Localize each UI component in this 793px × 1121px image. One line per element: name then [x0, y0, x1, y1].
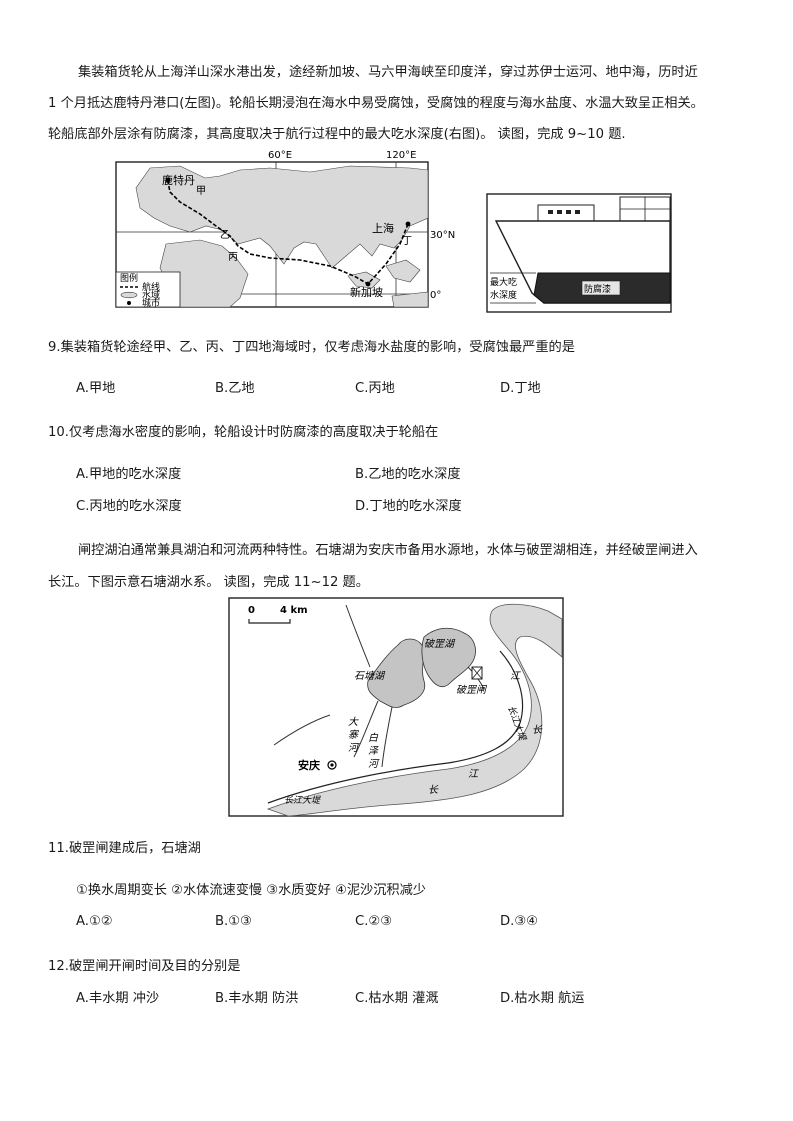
europe-landmass: [135, 165, 429, 269]
pogang-gate-label: 破罡闸: [456, 684, 488, 696]
yi-label: 乙: [220, 229, 230, 241]
he2-char: 河: [368, 758, 380, 770]
q11-option-a[interactable]: A.①②: [76, 914, 113, 929]
bing-label: 丙: [228, 252, 238, 263]
baize-river: [381, 706, 393, 768]
australia-landmass: [391, 291, 429, 308]
q11-stem: 11.破罡闸建成后，石塘湖: [48, 841, 201, 856]
q12-stem: 12.破罡闸开闸时间及目的分别是: [48, 959, 241, 974]
q11-option-b[interactable]: B.①③: [215, 914, 252, 929]
dazhai-river: [353, 700, 379, 758]
bai-char: 白: [368, 732, 379, 744]
q11-items: ①换水周期变长 ②水体流速变慢 ③水质变好 ④泥沙沉积减少: [76, 883, 426, 898]
passage2-line2: 长江。下图示意石塘湖水系。 读图，完成 11~12 题。: [48, 575, 369, 590]
shipping-route: [167, 181, 409, 286]
shanghai-label: 上海: [372, 221, 394, 235]
ze-char: 泽: [368, 745, 379, 757]
legend-water-icon: [120, 291, 138, 299]
q9-option-a[interactable]: A.甲地: [76, 381, 116, 396]
se-asia-islands: [347, 259, 421, 289]
legend-title: 图例: [120, 272, 138, 284]
shanghai-dot: [405, 221, 411, 227]
yangtze-dike-line: [267, 650, 524, 804]
q10-option-a[interactable]: A.甲地的吃水深度: [76, 467, 182, 482]
q9-option-d[interactable]: D.丁地: [500, 381, 541, 396]
passage1-line1: 集装箱货轮从上海洋山深水港出发，途经新加坡、马六甲海峡至印度洋，穿过苏伊士运河、…: [78, 65, 698, 80]
scale-4km: 4 km: [280, 605, 308, 616]
passage1-line2: 1 个月抵达鹿特丹港口(左图)。轮船长期浸泡在海水中易受腐蚀，受腐蚀的程度与海水…: [48, 96, 704, 111]
lon-120-label: 120°E: [386, 150, 416, 161]
q9-option-c[interactable]: C.丙地: [355, 381, 395, 396]
q12-option-c[interactable]: C.枯水期 灌溉: [355, 991, 439, 1006]
singapore-label: 新加坡: [350, 285, 383, 299]
q11-option-d[interactable]: D.③④: [500, 914, 538, 929]
route-map: 60°E 120°E 鹿特丹 甲 乙 丙 丁 上海 新加坡 30°N 0° 图例…: [115, 150, 455, 309]
jia-label: 甲: [196, 186, 206, 197]
paint-label: 防腐漆: [584, 283, 611, 295]
scale-bar: [248, 619, 291, 624]
river-jiang-bottom: 江: [468, 768, 479, 780]
yangtze-river: [266, 603, 563, 817]
rotterdam-label: 鹿特丹: [162, 173, 195, 187]
legend-route: 航线: [142, 281, 160, 293]
q11-option-c[interactable]: C.②③: [355, 914, 393, 929]
river-jiang-right: 江: [510, 670, 521, 682]
q10-option-d[interactable]: D.丁地的吃水深度: [355, 499, 462, 514]
legend-water: 水域: [142, 289, 160, 301]
pogang-lake: [421, 627, 476, 688]
pogang-lake-label: 破罡湖: [424, 638, 456, 650]
passage2-line1: 闸控湖泊通常兼具湖泊和河流两种特性。石塘湖为安庆市备用水源地，水体与破罡湖相连，…: [78, 543, 698, 558]
q10-option-b[interactable]: B.乙地的吃水深度: [355, 467, 461, 482]
rotterdam-dot: [165, 177, 171, 183]
draft-label-1: 最大吃: [490, 276, 517, 288]
river-chang-right: 长: [532, 724, 543, 736]
dike-bottom-label: 长江大堤: [284, 795, 321, 806]
singapore-dot: [365, 281, 371, 287]
legend-city: 城市: [142, 297, 160, 309]
shitang-lake: [367, 638, 426, 708]
ship-diagram: 防腐漆 最大吃 水深度: [486, 193, 672, 313]
q10-option-c[interactable]: C.丙地的吃水深度: [76, 499, 182, 514]
anqing-label: 安庆: [298, 758, 320, 772]
ding-label: 丁: [402, 236, 412, 247]
shitang-lake-map: 0 4 km 石塘湖 破罡湖 破罡闸 大 寨 河 白 泽 河 安庆 长江大堤 长…: [228, 597, 564, 817]
lat-30-label: 30°N: [430, 230, 455, 241]
lon-60-label: 60°E: [268, 150, 292, 161]
da-char: 大: [348, 716, 359, 728]
q12-option-a[interactable]: A.丰水期 冲沙: [76, 991, 160, 1006]
passage1-line3: 轮船底部外层涂有防腐漆，其高度取决于航行过程中的最大吃水深度(右图)。 读图，完…: [48, 127, 626, 142]
map-legend: [115, 271, 181, 308]
q9-stem: 9.集装箱货轮途经甲、乙、丙、丁四地海域时，仅考虑海水盐度的影响，受腐蚀最严重的…: [48, 340, 575, 355]
q10-stem: 10.仅考虑海水密度的影响，轮船设计时防腐漆的高度取决于轮船在: [48, 425, 439, 440]
sai-char: 寨: [348, 729, 360, 741]
he1-char: 河: [348, 742, 360, 754]
shitang-lake-label: 石塘湖: [354, 670, 386, 682]
q12-option-b[interactable]: B.丰水期 防洪: [215, 991, 299, 1006]
scale-zero: 0: [248, 605, 255, 616]
draft-label-2: 水深度: [490, 289, 517, 301]
lat-0-label: 0°: [430, 290, 441, 301]
q12-option-d[interactable]: D.枯水期 航运: [500, 991, 585, 1006]
legend-city-icon: [127, 301, 131, 305]
river-chang-bottom: 长: [428, 784, 439, 796]
q9-option-b[interactable]: B.乙地: [215, 381, 255, 396]
